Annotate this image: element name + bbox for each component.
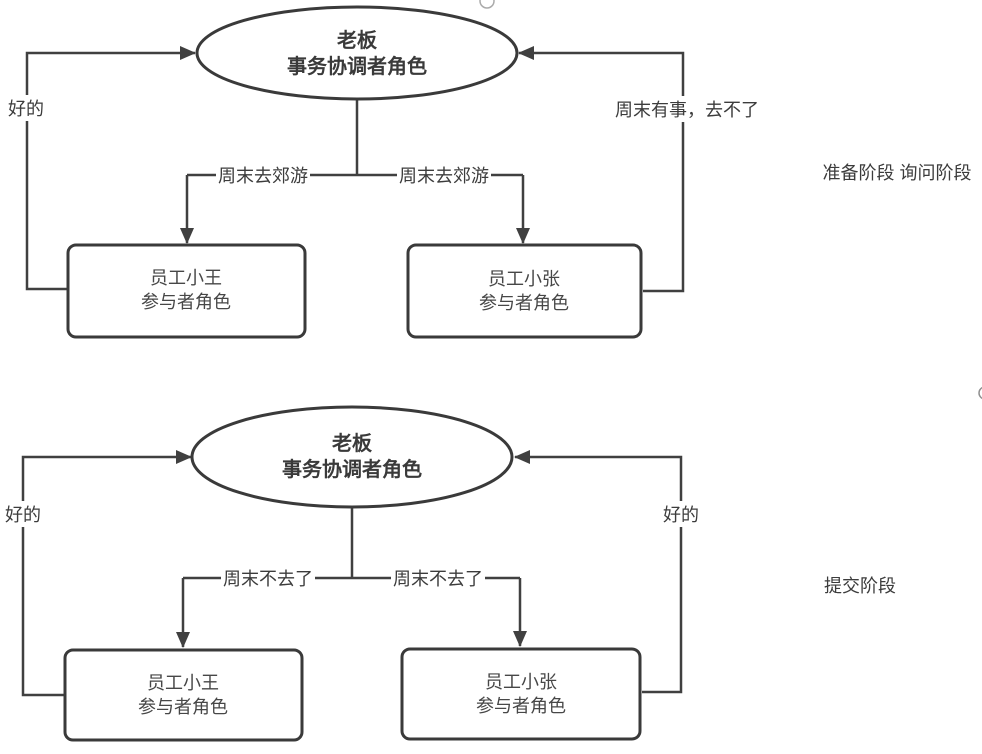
top-participant-left-node (66, 243, 307, 339)
top-coordinator-name: 老板 (337, 30, 377, 52)
bottom-participant-right-name: 员工小张 (485, 672, 557, 692)
top-coordinator-label: 老板 事务协调者角色 (287, 28, 427, 80)
top-reply-left-edge-label: 好的 (6, 95, 46, 121)
top-participant-left-label: 员工小王 参与者角色 (141, 266, 231, 314)
top-coordinator-role: 事务协调者角色 (287, 56, 427, 78)
bottom-participant-right-node (400, 647, 642, 741)
bottom-coordinator-name: 老板 (332, 433, 372, 455)
top-request-left-edge-label: 周末去郊游 (216, 162, 310, 188)
bottom-coordinator-node (190, 405, 514, 509)
bottom-phase-label: 提交阶段 (824, 576, 896, 596)
top-participant-right-label: 员工小张 参与者角色 (479, 267, 569, 315)
top-participant-right-node (406, 243, 643, 339)
top-participant-left-role: 参与者角色 (141, 292, 231, 312)
connector-handle-circle-top (479, 0, 495, 9)
bottom-coordinator-label: 老板 事务协调者角色 (282, 431, 422, 483)
top-reply-left-arrow (25, 46, 196, 291)
connector-handle-circle-right (978, 386, 982, 400)
top-request-right-edge-label: 周末去郊游 (397, 162, 491, 188)
top-coordinator-node (195, 5, 519, 101)
top-participant-left-name: 员工小王 (150, 268, 222, 288)
top-reply-right-arrow (518, 46, 685, 293)
bottom-participant-left-name: 员工小王 (147, 673, 219, 693)
bottom-participant-right-role: 参与者角色 (476, 696, 566, 716)
top-phase-label: 准备阶段 询问阶段 (822, 163, 972, 183)
bottom-participant-left-node (63, 648, 304, 742)
bottom-reply-right-edge-label: 好的 (661, 501, 701, 527)
bottom-coordinator-role: 事务协调者角色 (282, 459, 422, 481)
bottom-participant-left-label: 员工小王 参与者角色 (138, 671, 228, 719)
top-participant-right-name: 员工小张 (488, 269, 560, 289)
bottom-participant-left-role: 参与者角色 (138, 697, 228, 717)
bottom-reply-right-arrow (514, 450, 683, 694)
bottom-participant-right-label: 员工小张 参与者角色 (476, 670, 566, 718)
bottom-request-left-edge-label: 周末不去了 (221, 565, 315, 591)
bottom-reply-left-edge-label: 好的 (3, 501, 43, 527)
top-reply-right-edge-label: 周末有事，去不了 (613, 96, 761, 122)
bottom-request-right-edge-label: 周末不去了 (391, 565, 485, 591)
bottom-reply-left-arrow (21, 450, 192, 697)
top-participant-right-role: 参与者角色 (479, 293, 569, 313)
